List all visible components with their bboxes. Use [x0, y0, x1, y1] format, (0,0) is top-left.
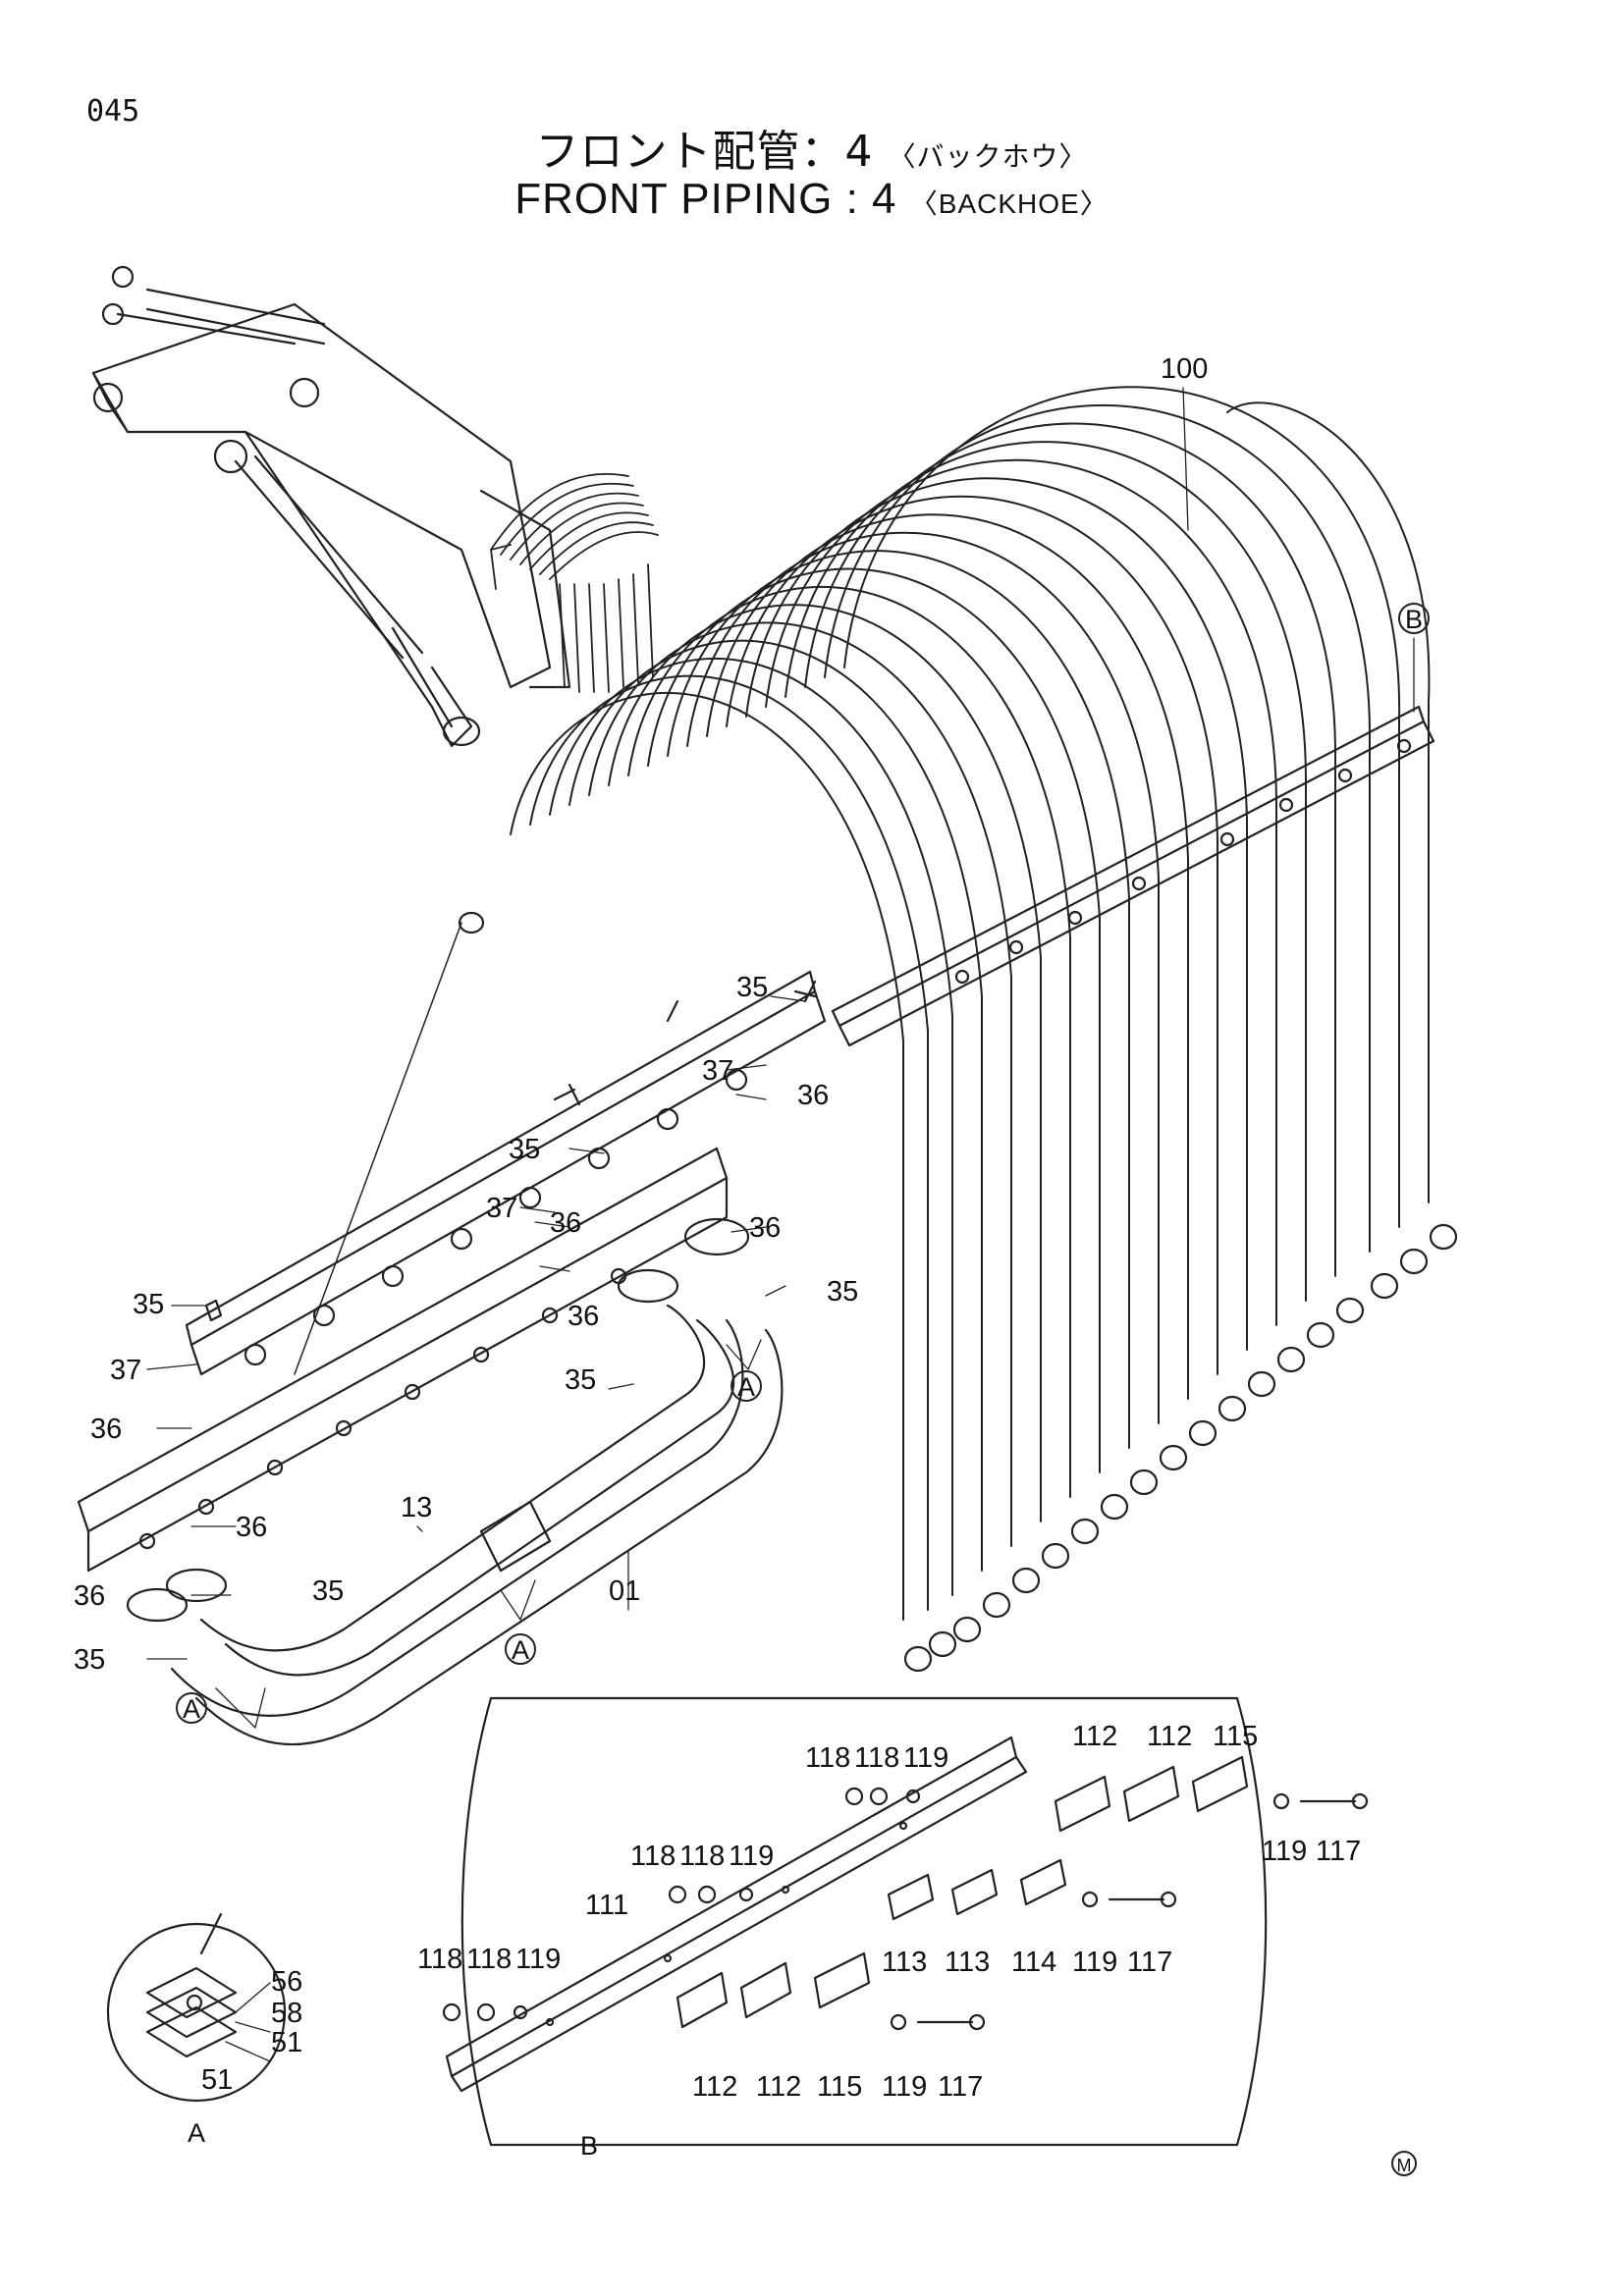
manifold-assembly — [77, 970, 827, 1623]
title-en-main: FRONT PIPING : 4 — [514, 175, 897, 223]
detail-b-label: B — [580, 2131, 598, 2161]
callout-37: 37 — [702, 1055, 733, 1087]
callout-118: 118 — [854, 1742, 899, 1774]
callout-118: 118 — [630, 1841, 676, 1872]
callout-35: 35 — [312, 1575, 344, 1607]
svg-text:A: A — [737, 1372, 755, 1402]
page-number: 045 — [86, 94, 140, 129]
callout-36: 36 — [236, 1512, 267, 1543]
callout-35: 35 — [133, 1289, 164, 1320]
callout-113: 113 — [945, 1947, 990, 1978]
callout-118: 118 — [805, 1742, 850, 1774]
callout-112: 112 — [756, 2071, 801, 2103]
callout-115: 115 — [1213, 1721, 1258, 1752]
view-marker-a-3: A — [176, 1692, 207, 1724]
leader-lines — [146, 387, 1415, 2062]
callout-118: 118 — [466, 1944, 512, 1975]
callout-35: 35 — [565, 1364, 596, 1396]
callout-labels: 100 35 37 36 35 37 36 36 35 36 35 35 37 … — [74, 353, 1361, 2161]
callout-117: 117 — [1127, 1947, 1172, 1978]
title-japanese: フロント配管：4 〈バックホウ〉 — [0, 116, 1623, 179]
title-jp-main: フロント配管：4 — [535, 127, 874, 177]
callout-100: 100 — [1161, 353, 1208, 385]
callout-35: 35 — [74, 1644, 105, 1676]
callout-56: 56 — [271, 1966, 302, 1998]
callout-112: 112 — [1072, 1721, 1117, 1752]
callout-117: 117 — [1316, 1836, 1361, 1867]
callout-118: 118 — [679, 1841, 725, 1872]
callout-115: 115 — [817, 2071, 862, 2103]
title-en-sub: 〈BACKHOE〉 — [909, 188, 1109, 219]
callout-119: 119 — [903, 1742, 948, 1774]
title-jp-sub: 〈バックホウ〉 — [888, 140, 1088, 173]
callout-36: 36 — [74, 1580, 105, 1612]
callout-36: 36 — [568, 1301, 599, 1332]
callout-119: 119 — [882, 2071, 927, 2103]
ref-mark-m: M — [1391, 2151, 1417, 2176]
callout-119: 119 — [729, 1841, 774, 1872]
callout-35: 35 — [736, 972, 768, 1003]
callout-01: 01 — [609, 1575, 640, 1607]
callout-58: 58 — [271, 1998, 302, 2029]
svg-text:B: B — [1405, 605, 1423, 634]
callout-113: 113 — [882, 1947, 927, 1978]
leader-line — [294, 922, 462, 1375]
detail-b-view — [442, 1696, 1369, 2147]
callout-112: 112 — [1147, 1721, 1192, 1752]
title-english: FRONT PIPING : 4 〈BACKHOE〉 — [0, 175, 1623, 224]
callout-35: 35 — [827, 1276, 858, 1308]
pipes-01-13 — [170, 1304, 784, 1746]
callout-36: 36 — [797, 1080, 829, 1111]
callout-36: 36 — [90, 1414, 122, 1445]
callout-51: 51 — [271, 2027, 302, 2058]
detail-a-view — [106, 1912, 287, 2103]
svg-text:A: A — [183, 1694, 200, 1724]
hose-bundle-100 — [510, 386, 1431, 1621]
boom-thumbnail — [91, 265, 571, 748]
callout-117: 117 — [938, 2071, 983, 2103]
hose-clamp-rail — [831, 705, 1435, 1047]
callout-118: 118 — [417, 1944, 462, 1975]
callout-36: 36 — [749, 1212, 781, 1244]
svg-text:A: A — [512, 1635, 529, 1665]
view-marker-a-1: A — [730, 1370, 762, 1402]
callout-111: 111 — [585, 1890, 628, 1921]
callout-37: 37 — [110, 1355, 141, 1386]
svg-text:M: M — [1397, 2156, 1412, 2175]
hose-end-fittings — [458, 911, 1458, 1673]
callout-114: 114 — [1011, 1947, 1056, 1978]
callout-36: 36 — [550, 1207, 581, 1239]
detail-a-label: A — [188, 2118, 205, 2148]
callout-35: 35 — [509, 1134, 540, 1165]
boom-hose-bundle — [490, 472, 659, 693]
callout-51: 51 — [201, 2064, 233, 2096]
view-marker-b-hose: B — [1398, 603, 1430, 634]
callout-119: 119 — [1262, 1836, 1307, 1867]
callout-37: 37 — [486, 1193, 517, 1224]
view-marker-a-2: A — [505, 1633, 536, 1665]
callout-119: 119 — [1072, 1947, 1117, 1978]
callout-112: 112 — [692, 2071, 737, 2103]
callout-119: 119 — [515, 1944, 561, 1975]
callout-13: 13 — [401, 1492, 432, 1523]
